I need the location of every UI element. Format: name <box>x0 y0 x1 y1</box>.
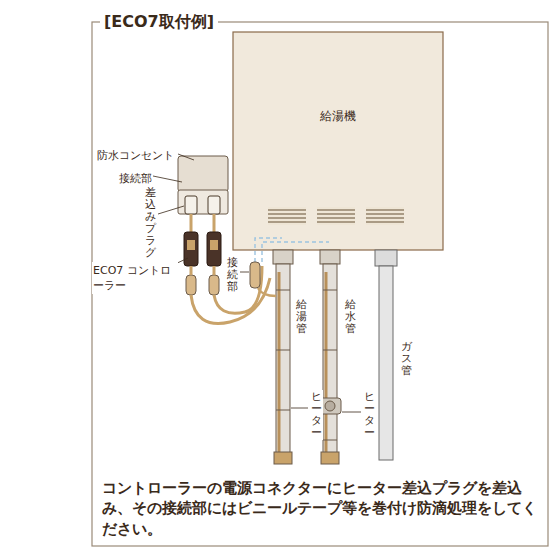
part-label: ヒーター <box>310 390 323 440</box>
leader-line <box>153 154 361 412</box>
cord <box>191 214 214 232</box>
plug <box>185 196 197 214</box>
connector <box>209 275 219 295</box>
waterproof-outlet <box>178 156 228 192</box>
caption-note: コントローラーの電源コネクターにヒーター差込プラグを差込み、その接続部にはビニー… <box>102 478 542 539</box>
junction <box>250 262 260 288</box>
part-label: 差込みプラグ <box>144 186 157 261</box>
appliance-label: 給湯機 <box>320 108 356 125</box>
part-label: 防水コンセント <box>96 147 175 164</box>
part-label: 接続部 <box>118 170 153 187</box>
connector <box>186 275 196 295</box>
fitting <box>320 250 340 264</box>
part-label: ECO7 コントローラー <box>92 262 178 294</box>
hot-water-pipe <box>276 264 290 460</box>
outlet-socket <box>178 190 228 214</box>
controller-window <box>210 240 218 250</box>
vent-grille <box>317 207 355 225</box>
part-label: 給湯管 <box>295 298 308 336</box>
heater-cable <box>325 272 328 452</box>
vent-grille <box>268 207 306 225</box>
heater-cable <box>278 272 281 452</box>
part-label: ヒーター <box>363 390 376 440</box>
frame-border <box>92 22 548 546</box>
fitting <box>375 250 397 266</box>
eco7-controller <box>207 232 221 266</box>
cold-water-pipe <box>323 264 337 460</box>
heater-wrap <box>276 290 337 440</box>
part-label: ガス管 <box>400 340 413 378</box>
water-heater-body <box>233 32 443 250</box>
pipe-end <box>321 452 339 464</box>
plug <box>208 196 220 214</box>
controller-window <box>187 240 195 250</box>
diagram-title: [ECO7取付例] <box>100 12 218 33</box>
gas-pipe <box>379 266 393 460</box>
eco7-controller <box>184 232 198 266</box>
appliance-box: 給湯機 <box>233 32 443 200</box>
pipe-end <box>274 452 292 464</box>
cord <box>191 266 214 275</box>
heater-cord <box>258 288 276 296</box>
part-label: 給水管 <box>344 298 357 336</box>
part-label: 接続部 <box>226 256 239 294</box>
vent-grille <box>366 207 404 225</box>
union-fitting <box>325 401 335 411</box>
fitting <box>273 250 293 264</box>
